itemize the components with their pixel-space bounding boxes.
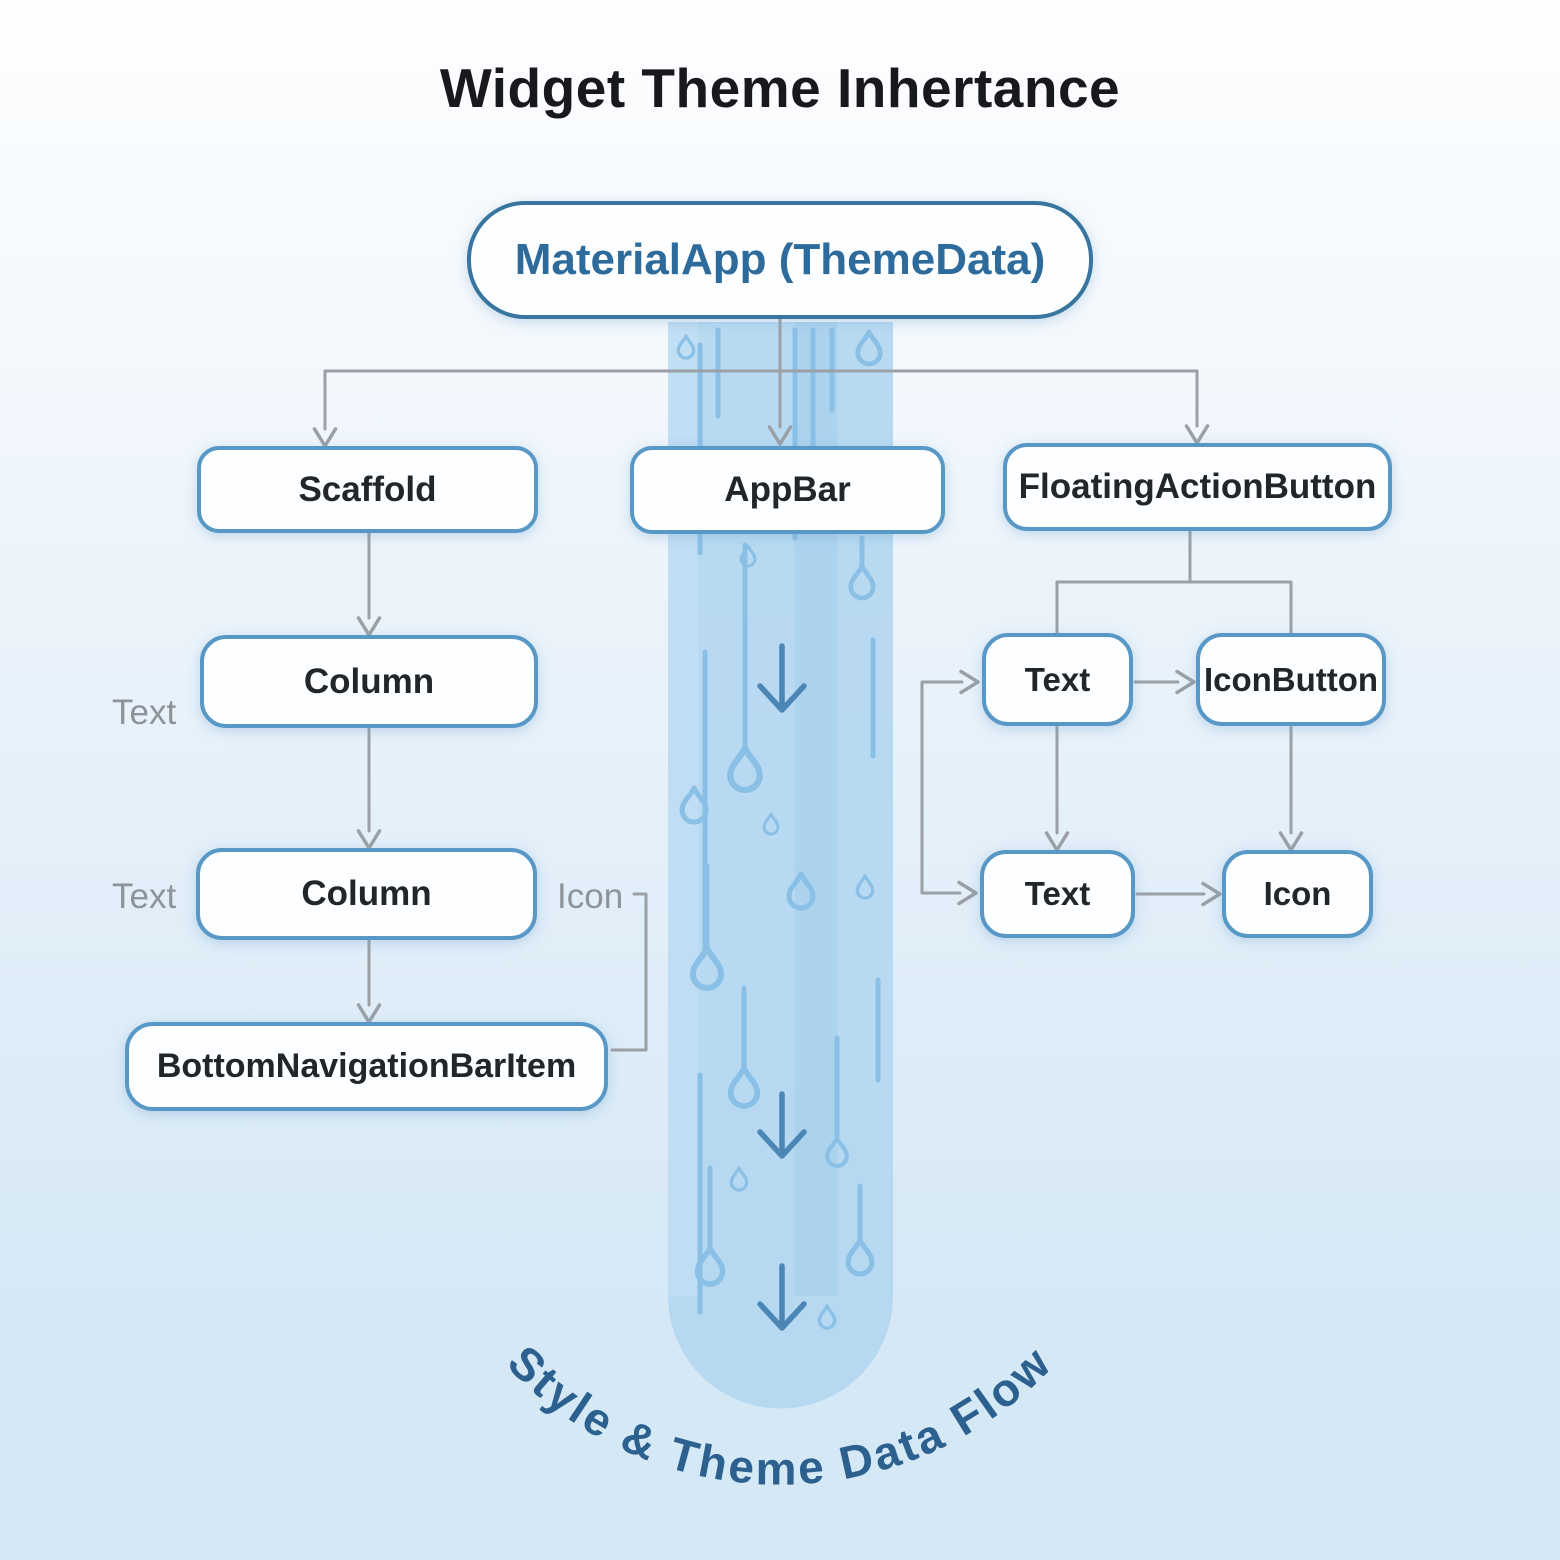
- node-bottomnavigationbaritem: BottomNavigationBarItem: [125, 1022, 608, 1111]
- arrowhead-icon: [1175, 669, 1196, 695]
- arrowhead-icon: [356, 1003, 382, 1024]
- connector-fab-split: [1055, 528, 1293, 635]
- node-column-1-label: Column: [303, 661, 435, 701]
- connector-icon-label-elbow: [610, 892, 648, 1052]
- down-arrow-icon: [757, 1091, 807, 1159]
- node-bottomnavigationbaritem-label: BottomNavigationBarItem: [156, 1047, 577, 1085]
- node-column-2-label: Column: [301, 874, 432, 913]
- node-text-2: Text: [980, 850, 1135, 938]
- arrowhead-icon: [356, 616, 382, 637]
- node-materialapp: MaterialApp (ThemeData): [467, 201, 1093, 319]
- node-floatingactionbutton: FloatingActionButton: [1003, 443, 1392, 531]
- arrowhead-icon: [312, 427, 338, 448]
- stream-streaks: [697, 327, 881, 1315]
- node-floatingactionbutton-label: FloatingActionButton: [1018, 467, 1377, 506]
- node-icon-label: Icon: [1263, 875, 1332, 912]
- node-text-1: Text: [982, 633, 1133, 726]
- down-arrow-icon: [757, 1263, 807, 1331]
- node-scaffold-label: Scaffold: [298, 469, 437, 509]
- node-appbar: AppBar: [630, 446, 945, 534]
- node-iconbutton-label: IconButton: [1203, 660, 1379, 698]
- arrowhead-icon: [1278, 831, 1304, 852]
- label-text-column1: Text: [112, 693, 177, 732]
- node-column-2: Column: [196, 848, 537, 940]
- down-arrow-icons: [757, 643, 807, 1331]
- label-icon-column2: Icon: [557, 877, 624, 916]
- arrowhead-icon: [356, 829, 382, 850]
- node-appbar-label: AppBar: [724, 470, 851, 509]
- arrowhead-icon: [957, 880, 978, 906]
- node-text-2-label: Text: [1024, 875, 1091, 912]
- label-text-column2: Text: [112, 877, 177, 916]
- connector-bracket-text1: [920, 680, 964, 895]
- page-title: Widget Theme Inhertance: [439, 57, 1121, 119]
- node-iconbutton: IconButton: [1196, 633, 1386, 726]
- arrowhead-icon: [1201, 881, 1222, 907]
- node-scaffold: Scaffold: [197, 446, 538, 533]
- node-text-1-label: Text: [1024, 660, 1091, 698]
- arrowhead-icon: [959, 669, 980, 695]
- node-icon: Icon: [1222, 850, 1373, 938]
- node-materialapp-label: MaterialApp (ThemeData): [514, 235, 1046, 284]
- down-arrow-icon: [757, 643, 807, 713]
- arrowhead-icon: [767, 425, 793, 446]
- theme-data-stream: [668, 322, 893, 1409]
- node-column-1: Column: [200, 635, 538, 728]
- arrowhead-icon: [1044, 831, 1070, 852]
- tree-connectors: [323, 317, 1293, 1052]
- arrowhead-icon: [1184, 424, 1210, 445]
